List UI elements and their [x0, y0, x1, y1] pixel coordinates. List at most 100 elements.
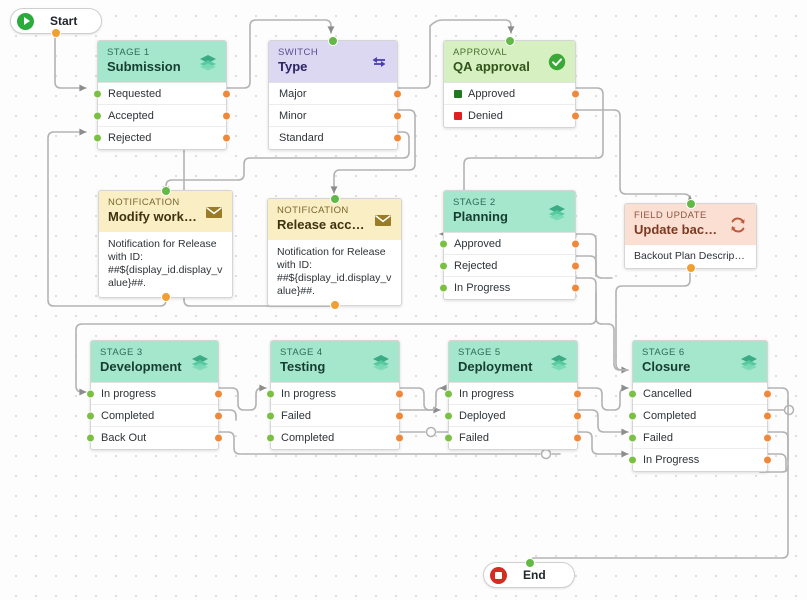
input-port[interactable]	[444, 411, 453, 420]
output-port[interactable]	[393, 133, 402, 143]
table-row[interactable]: Approved	[444, 83, 580, 105]
table-row[interactable]: Approved	[439, 233, 580, 255]
input-port[interactable]	[628, 455, 637, 465]
stack-icon	[190, 352, 210, 372]
table-row[interactable]: In Progress	[628, 449, 772, 471]
stack-icon	[371, 352, 391, 372]
input-port[interactable]	[628, 411, 637, 420]
start-node[interactable]: Start	[10, 8, 102, 38]
input-port[interactable]	[86, 411, 95, 420]
node-stage1[interactable]: STAGE 1 Submission Requested Accepted	[93, 40, 231, 150]
row-label: Back Out	[101, 432, 147, 444]
node-notification-modify-workflow[interactable]: NOTIFICATION Modify workflow Notificatio…	[98, 186, 233, 302]
table-row[interactable]: Cancelled	[628, 383, 772, 405]
table-row[interactable]: In progress	[444, 383, 582, 405]
row-label: Approved	[468, 87, 516, 100]
output-port[interactable]	[214, 389, 223, 398]
input-port-top[interactable]	[328, 36, 338, 46]
output-port[interactable]	[571, 283, 580, 293]
output-port-bottom[interactable]	[160, 292, 171, 302]
table-row[interactable]: In progress	[86, 383, 223, 405]
input-port[interactable]	[93, 89, 102, 98]
input-port[interactable]	[93, 111, 102, 120]
table-row[interactable]: Denied	[444, 105, 580, 127]
output-port[interactable]	[395, 411, 404, 420]
input-port-top[interactable]	[329, 194, 340, 204]
table-row[interactable]: Completed	[266, 427, 404, 449]
table-row[interactable]: Accepted	[93, 105, 231, 127]
table-row[interactable]: Failed	[628, 427, 772, 449]
output-port[interactable]	[214, 433, 223, 443]
output-port-bottom[interactable]	[329, 300, 340, 310]
input-port[interactable]	[444, 389, 453, 398]
input-port[interactable]	[93, 133, 102, 143]
input-port[interactable]	[266, 411, 275, 420]
table-row[interactable]: Rejected	[439, 255, 580, 277]
output-port[interactable]	[763, 455, 772, 465]
table-row[interactable]: Deployed	[444, 405, 582, 427]
node-type-label: FIELD UPDATE	[634, 210, 707, 221]
output-port[interactable]	[214, 411, 223, 420]
start-output-port[interactable]	[51, 28, 61, 38]
input-port[interactable]	[86, 433, 95, 443]
input-port[interactable]	[266, 389, 275, 398]
output-port[interactable]	[573, 433, 582, 443]
table-row[interactable]: Minor	[269, 105, 402, 127]
table-row[interactable]: Failed	[444, 427, 582, 449]
output-port[interactable]	[763, 411, 772, 420]
output-port[interactable]	[222, 89, 231, 98]
input-port[interactable]	[439, 283, 448, 293]
output-port[interactable]	[571, 261, 580, 270]
table-row[interactable]: Rejected	[93, 127, 231, 149]
table-row[interactable]: Requested	[93, 83, 231, 105]
input-port[interactable]	[439, 261, 448, 270]
output-port-bottom[interactable]	[685, 263, 696, 273]
input-port-top[interactable]	[685, 199, 696, 209]
input-port-top[interactable]	[160, 186, 171, 196]
output-port[interactable]	[571, 239, 580, 248]
node-stage3[interactable]: STAGE 3 Development In progress Complete…	[86, 340, 223, 450]
end-input-port[interactable]	[525, 558, 535, 568]
output-port[interactable]	[395, 433, 404, 443]
output-port[interactable]	[763, 389, 772, 398]
node-notification-release-accepted[interactable]: NOTIFICATION Release accepted Notificati…	[267, 194, 402, 310]
node-field-update[interactable]: FIELD UPDATE Update backout p... Backout…	[624, 199, 757, 273]
output-port[interactable]	[573, 411, 582, 420]
input-port-top[interactable]	[504, 36, 515, 46]
node-stage5[interactable]: STAGE 5 Deployment In progress Deployed	[444, 340, 582, 450]
output-port[interactable]	[222, 111, 231, 120]
input-port[interactable]	[86, 389, 95, 398]
output-port[interactable]	[571, 111, 580, 121]
end-node[interactable]: End	[483, 558, 575, 588]
input-port[interactable]	[628, 389, 637, 398]
table-row[interactable]: Completed	[86, 405, 223, 427]
table-row[interactable]: Back Out	[86, 427, 223, 449]
table-row[interactable]: Major	[269, 83, 402, 105]
node-approval[interactable]: APPROVAL QA approval Approved Denied	[443, 36, 580, 128]
input-port[interactable]	[439, 239, 448, 248]
output-port[interactable]	[395, 389, 404, 398]
input-port[interactable]	[444, 433, 453, 443]
input-port[interactable]	[266, 433, 275, 443]
table-row[interactable]: In Progress	[439, 277, 580, 299]
output-port[interactable]	[393, 111, 402, 120]
node-stage6[interactable]: STAGE 6 Closure Cancelled Completed	[628, 340, 772, 472]
table-row[interactable]: In progress	[266, 383, 404, 405]
node-stage4[interactable]: STAGE 4 Testing In progress Failed	[266, 340, 404, 450]
node-rows: Approved Rejected In Progress	[439, 232, 580, 299]
output-port[interactable]	[393, 89, 402, 98]
node-title: Type	[278, 59, 308, 74]
output-port[interactable]	[571, 89, 580, 98]
node-body-text: Notification for Release with ID: ##${di…	[277, 246, 392, 297]
table-row[interactable]: Standard	[269, 127, 402, 149]
node-stage2[interactable]: STAGE 2 Planning Approved Rejected	[439, 190, 580, 300]
input-port[interactable]	[628, 433, 637, 442]
node-switch[interactable]: SWITCH Type Major Minor Standar	[268, 36, 402, 150]
output-port[interactable]	[763, 433, 772, 442]
output-port[interactable]	[222, 133, 231, 143]
node-header: NOTIFICATION Modify workflow	[99, 191, 232, 232]
output-port[interactable]	[573, 389, 582, 398]
table-row[interactable]: Failed	[266, 405, 404, 427]
table-row[interactable]: Completed	[628, 405, 772, 427]
